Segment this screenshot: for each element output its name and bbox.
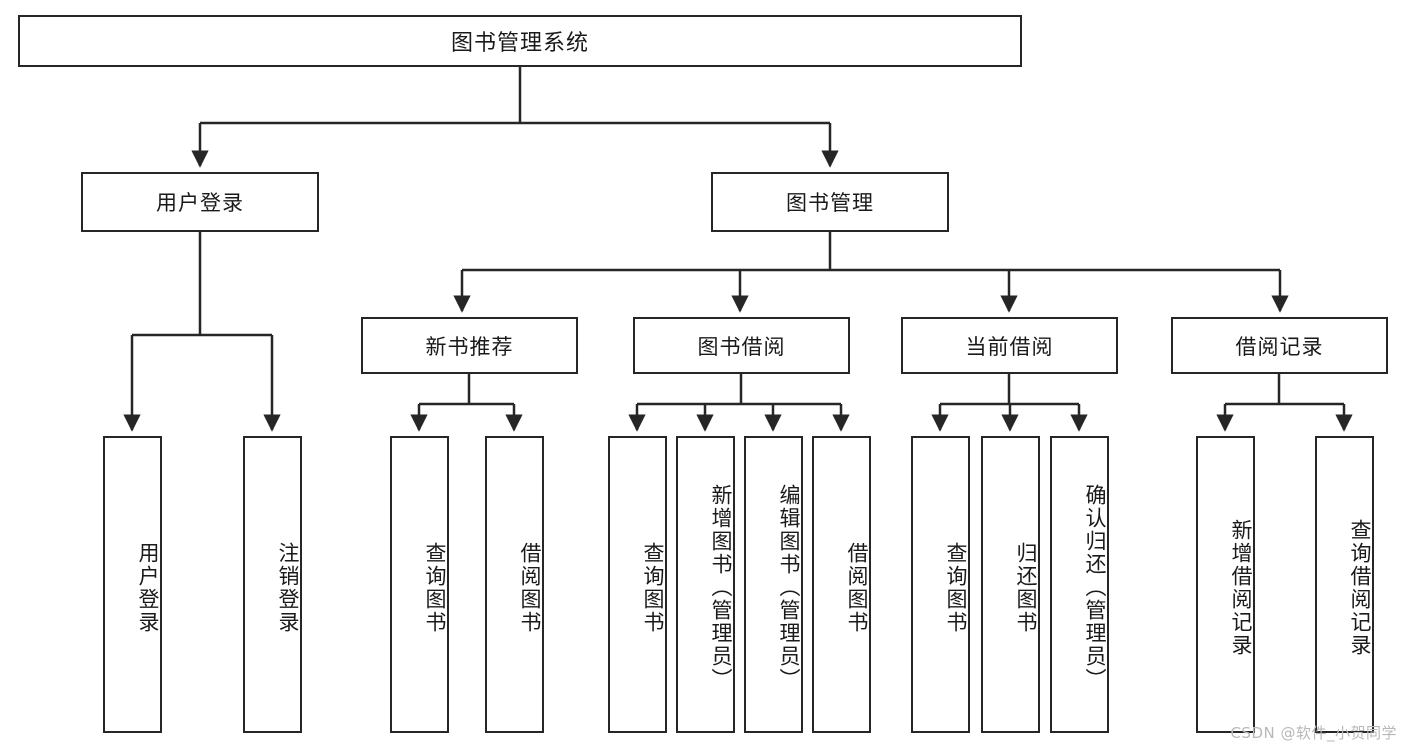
leaf-records-query-record[interactable]: 查询借阅记录	[1315, 436, 1374, 733]
leaf-borrow-edit-book[interactable]: 编辑图书（管理员）	[744, 436, 803, 733]
leaf-label: 归还图书	[1014, 541, 1038, 634]
node-borrow-records[interactable]: 借阅记录	[1171, 317, 1388, 374]
leaf-label: 查询图书	[423, 541, 447, 634]
leaf-borrow-query-book[interactable]: 查询图书	[608, 436, 667, 733]
node-book-management[interactable]: 图书管理	[711, 172, 949, 232]
leaf-label: 新增借阅记录	[1229, 518, 1253, 657]
leaf-label: 查询图书	[944, 541, 968, 634]
leaf-new-book-borrow[interactable]: 借阅图书	[485, 436, 544, 733]
node-user-login[interactable]: 用户登录	[81, 172, 319, 232]
leaf-current-query-book[interactable]: 查询图书	[911, 436, 970, 733]
node-current-borrow[interactable]: 当前借阅	[901, 317, 1118, 374]
leaf-records-add-record[interactable]: 新增借阅记录	[1196, 436, 1255, 733]
leaf-label: 编辑图书（管理员）	[777, 484, 801, 691]
leaf-new-book-query[interactable]: 查询图书	[390, 436, 449, 733]
leaf-label: 借阅图书	[518, 541, 542, 634]
leaf-borrow-add-book[interactable]: 新增图书（管理员）	[676, 436, 735, 733]
leaf-label: 注销登录	[276, 541, 300, 634]
leaf-user-login-signin[interactable]: 用户登录	[103, 436, 162, 733]
leaf-label: 查询借阅记录	[1348, 518, 1372, 657]
leaf-label: 借阅图书	[845, 541, 869, 634]
node-root[interactable]: 图书管理系统	[18, 15, 1022, 67]
leaf-current-confirm-return[interactable]: 确认归还（管理员）	[1050, 436, 1109, 733]
leaf-current-return-book[interactable]: 归还图书	[981, 436, 1040, 733]
leaf-borrow-borrow-book[interactable]: 借阅图书	[812, 436, 871, 733]
leaf-label: 用户登录	[136, 541, 160, 634]
leaf-user-login-signout[interactable]: 注销登录	[243, 436, 302, 733]
watermark: CSDN @软件_小贺同学	[1230, 724, 1397, 742]
leaf-label: 确认归还（管理员）	[1083, 484, 1107, 691]
leaf-label: 查询图书	[641, 541, 665, 634]
leaf-label: 新增图书（管理员）	[709, 484, 733, 691]
node-book-borrow[interactable]: 图书借阅	[633, 317, 850, 374]
node-new-book-recommend[interactable]: 新书推荐	[361, 317, 578, 374]
